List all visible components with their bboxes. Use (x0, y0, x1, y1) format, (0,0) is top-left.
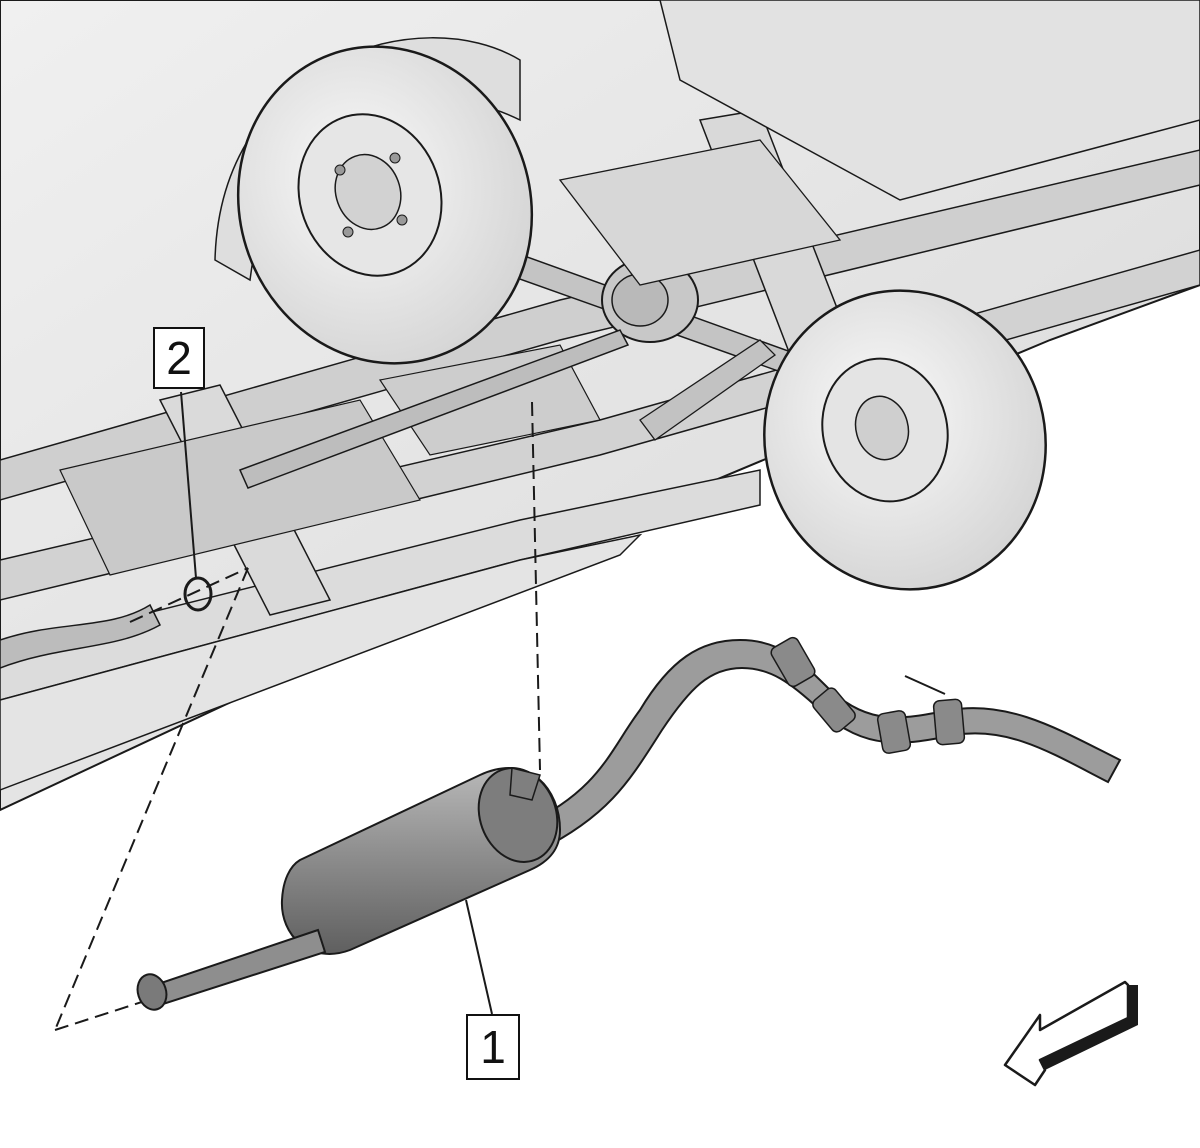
muffler-end-cap (477, 767, 559, 863)
driveshaft (238, 329, 630, 489)
callout-1-leader (465, 899, 493, 1015)
pipe-clamp (812, 687, 856, 733)
rear-bumper (659, 0, 1200, 201)
direction-arrow-icon (1003, 980, 1138, 1087)
wheel-hub (854, 395, 910, 461)
frame-rail-left (0, 149, 1200, 501)
pipe-clamp (770, 636, 816, 688)
rocker-panel (0, 469, 761, 701)
pipe-clamp (932, 698, 966, 746)
direction-arrow-body (1003, 980, 1130, 1087)
muffler-hanger-bracket (509, 767, 541, 801)
wheel-hub (334, 153, 402, 231)
lower-sill (0, 533, 643, 791)
lug-nut (396, 214, 408, 226)
lug-nut (342, 226, 354, 238)
tire-right-rear (763, 289, 1047, 591)
lug-nut (334, 164, 346, 176)
alignment-line (129, 567, 249, 623)
muffler-tailpipe-assembly (136, 636, 1122, 1011)
inlet-pipe-flange (136, 973, 168, 1011)
tailpipe (523, 638, 1122, 852)
exhaust-gasket (183, 576, 213, 612)
alignment-line (54, 999, 149, 1031)
callout-2-leader (180, 391, 197, 579)
callout-1-label: 1 (466, 1014, 520, 1080)
exhaust-hanger (904, 675, 946, 695)
lug-nut (389, 152, 401, 164)
alignment-line (531, 401, 541, 771)
inlet-pipe (153, 928, 327, 1007)
tire-left-rear (236, 45, 534, 365)
alignment-lines (54, 401, 541, 1031)
front-exhaust-pipe (0, 603, 161, 669)
fuel-tank (558, 139, 842, 286)
pipe-clamp (876, 710, 912, 754)
callout-2-label: 2 (153, 327, 205, 389)
leaf-spring (639, 339, 777, 441)
